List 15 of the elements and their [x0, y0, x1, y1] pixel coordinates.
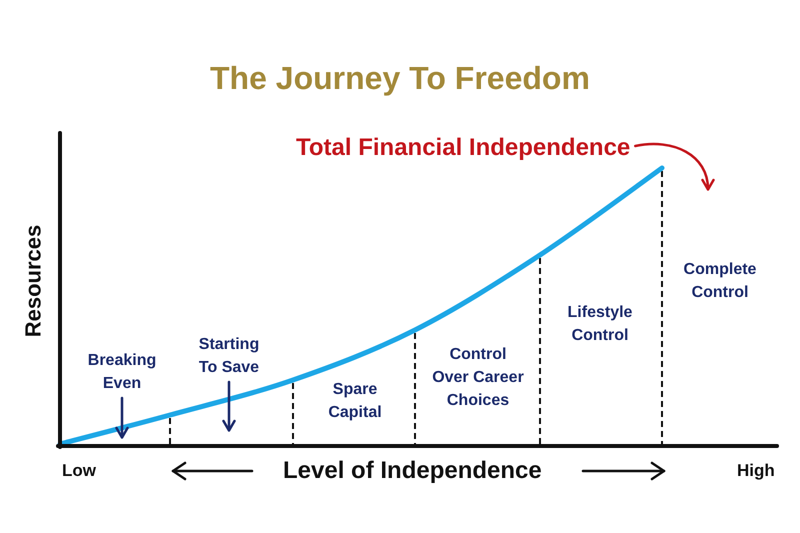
axis-title: Resources — [20, 224, 46, 338]
pointer-arrow — [115, 396, 129, 439]
stage-label: Spare Capital — [327, 380, 383, 423]
stage-label: Starting To Save — [198, 333, 260, 379]
axis-end-label: High — [737, 460, 775, 482]
stage-label: Breaking Even — [86, 349, 158, 395]
pointer-arrow — [634, 142, 714, 191]
stage-label: Complete Control — [682, 260, 758, 303]
stage-label: Lifestyle Control — [566, 303, 634, 346]
axis-end-label: Low — [62, 460, 96, 482]
annotation-text: Total Financial Independence — [296, 134, 630, 162]
stage-label: Control Over Career Choices — [431, 345, 525, 411]
axis-title: Level of Independence — [283, 457, 542, 485]
pointer-arrow — [222, 380, 236, 432]
diagram-title: The Journey To Freedom — [210, 59, 590, 97]
